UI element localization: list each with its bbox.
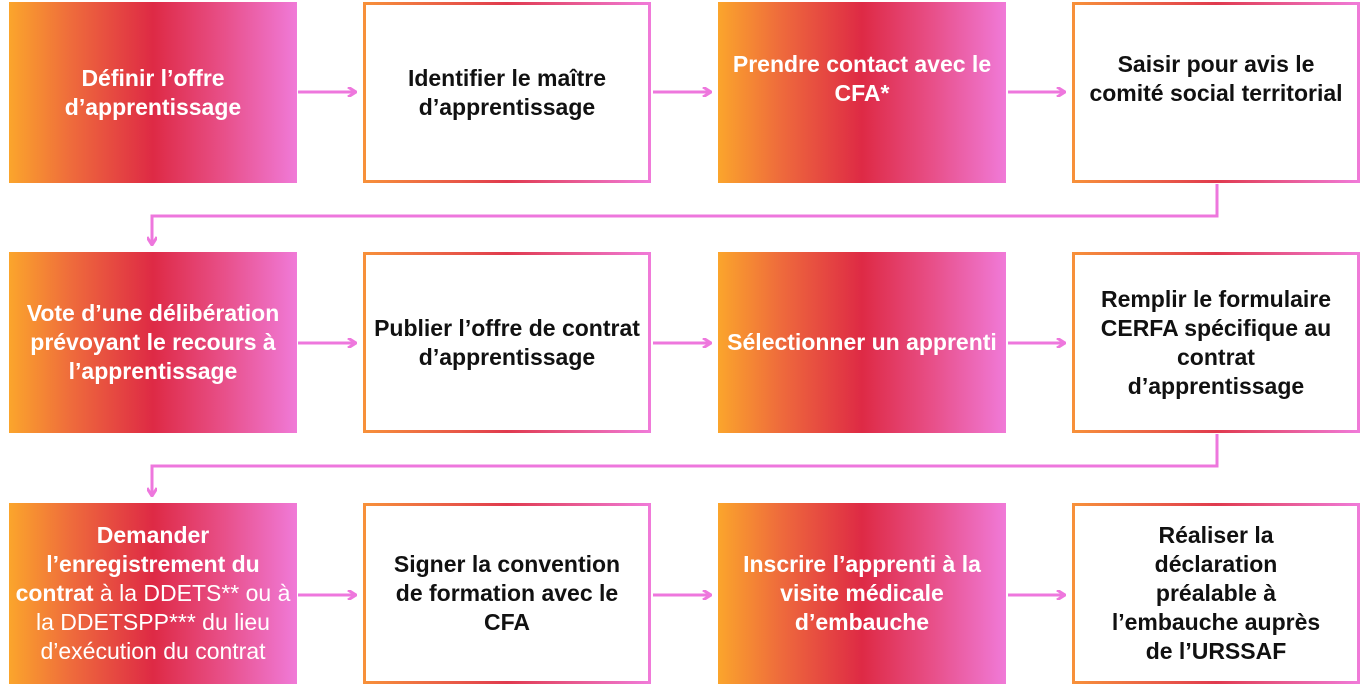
step-9: Demander l’enregistrement du contrat à l… <box>9 503 297 684</box>
step-label: Prendre contact avec le CFA* <box>732 50 992 106</box>
step-label-bold: Demander l’enregistrement du contrat <box>15 522 260 606</box>
step-7: Sélectionner un apprenti <box>718 252 1006 433</box>
step-10: Signer la convention de formation avec l… <box>363 503 651 684</box>
connector-arrow <box>152 434 1219 495</box>
step-1: Définir l’offre d’apprentissage <box>9 2 297 183</box>
step-label: Signer la convention de formation avec l… <box>393 551 621 635</box>
step-label: Remplir le formulaire CERFA spécifique a… <box>1100 285 1332 399</box>
step-label: Demander l’enregistrement du contrat à l… <box>13 521 293 666</box>
step-label-normal: à la DDETS** ou à la DDETSPP*** du lieu … <box>36 580 291 664</box>
step-8: Remplir le formulaire CERFA spécifique a… <box>1072 252 1360 433</box>
step-6: Publier l’offre de contrat d’apprentissa… <box>363 252 651 433</box>
step-label: Définir l’offre d’apprentissage <box>64 64 242 120</box>
step-label: Publier l’offre de contrat d’apprentissa… <box>374 314 640 370</box>
step-label: Saisir pour avis le comité social territ… <box>1089 50 1343 106</box>
step-label: Identifier le maître d’apprentissage <box>407 64 607 120</box>
step-label: Vote d’une délibération prévoyant le rec… <box>26 300 280 384</box>
step-4: Saisir pour avis le comité social territ… <box>1072 2 1360 183</box>
step-3: Prendre contact avec le CFA* <box>718 2 1006 183</box>
step-2: Identifier le maître d’apprentissage <box>363 2 651 183</box>
connector-arrow <box>152 184 1219 244</box>
step-5: Vote d’une délibération prévoyant le rec… <box>9 252 297 433</box>
step-12: Réaliser la déclaration préalable à l’em… <box>1072 503 1360 684</box>
step-label: Inscrire l’apprenti à la visite médicale… <box>743 551 981 635</box>
step-label: Réaliser la déclaration préalable à l’em… <box>1111 522 1321 664</box>
step-11: Inscrire l’apprenti à la visite médicale… <box>718 503 1006 684</box>
step-label: Sélectionner un apprenti <box>727 329 997 355</box>
